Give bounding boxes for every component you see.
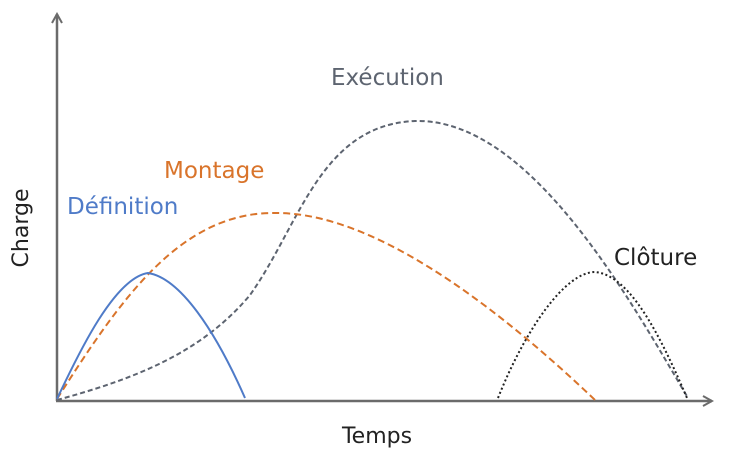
curve-definition (56, 271, 246, 400)
label-cloture: Clôture (614, 245, 697, 271)
label-montage: Montage (164, 158, 264, 184)
curve-execution (56, 119, 689, 401)
curve-montage (56, 211, 596, 401)
curve-cloture (497, 270, 688, 399)
label-execution: Exécution (331, 65, 444, 91)
label-definition: Définition (67, 194, 178, 220)
x-axis-label: Temps (341, 424, 412, 449)
y-axis-label: Charge (9, 189, 34, 268)
